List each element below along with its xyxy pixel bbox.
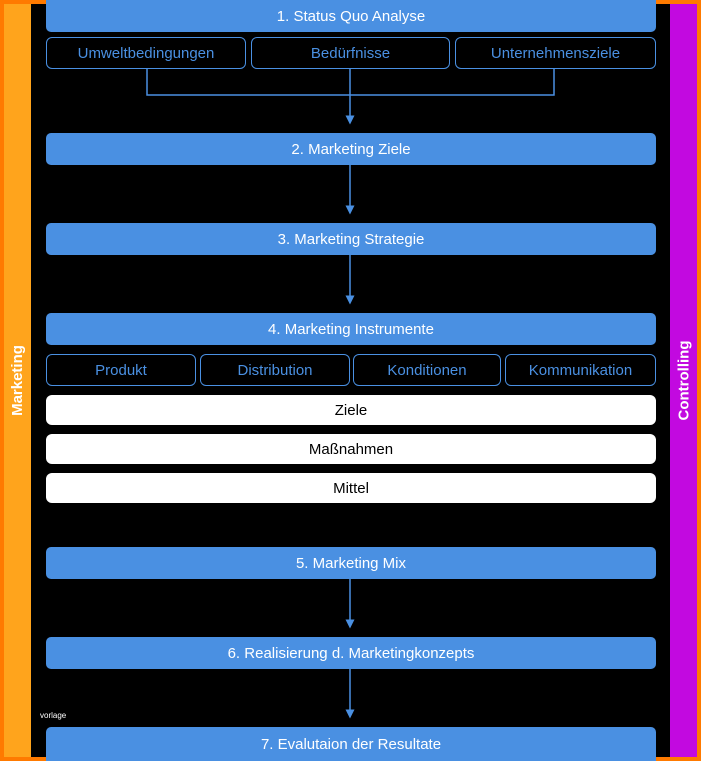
sidebar-controlling: Controlling <box>670 4 697 757</box>
factor-beduerfnisse: Bedürfnisse <box>251 37 450 69</box>
instrument-kommunikation: Kommunikation <box>505 354 656 386</box>
level-ziele: Ziele <box>46 395 656 425</box>
level-mittel: Mittel <box>46 473 656 503</box>
instrument-konditionen: Konditionen <box>353 354 501 386</box>
step-status-quo-analyse: 1. Status Quo Analyse <box>46 0 656 32</box>
step-marketing-mix: 5. Marketing Mix <box>46 547 656 579</box>
level-massnahmen: Maßnahmen <box>46 434 656 464</box>
step-marketing-ziele: 2. Marketing Ziele <box>46 133 656 165</box>
instrument-distribution: Distribution <box>200 354 350 386</box>
step-evaluation: 7. Evalutaion der Resultate <box>46 727 656 761</box>
step-marketing-instrumente: 4. Marketing Instrumente <box>46 313 656 345</box>
watermark-text: vorlage <box>40 711 67 720</box>
instrument-produkt: Produkt <box>46 354 196 386</box>
step-realisierung: 6. Realisierung d. Marketingkonzepts <box>46 637 656 669</box>
factor-unternehmensziele: Unternehmensziele <box>455 37 656 69</box>
sidebar-marketing: Marketing <box>4 4 31 757</box>
factor-umweltbedingungen: Umweltbedingungen <box>46 37 246 69</box>
step-marketing-strategie: 3. Marketing Strategie <box>46 223 656 255</box>
